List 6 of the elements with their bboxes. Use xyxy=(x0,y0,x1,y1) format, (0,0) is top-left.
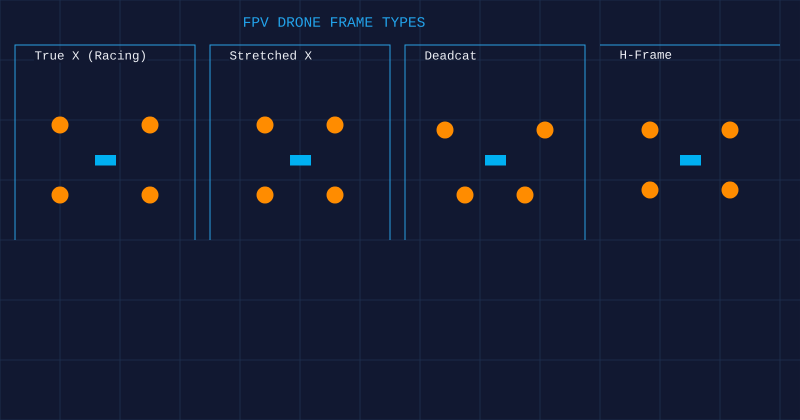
node-label: Deadcat xyxy=(425,50,476,60)
title: FPV DRONE FRAME TYPES xyxy=(244,17,425,27)
node-label: True X (Racing) xyxy=(34,50,145,62)
panel-box: H-Frame xyxy=(600,44,780,60)
node-label: H-Frame xyxy=(620,50,672,59)
node-label: Stretched X xyxy=(230,50,312,60)
